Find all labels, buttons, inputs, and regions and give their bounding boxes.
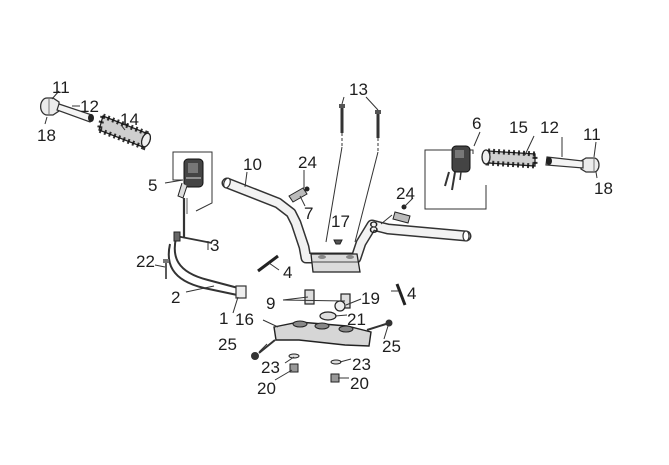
callout-7: 7 xyxy=(304,204,313,223)
washer-21 xyxy=(319,311,337,321)
right-handlebar-grip xyxy=(481,148,538,169)
callout-25-right: 25 xyxy=(382,337,401,356)
callouts: 11 12 18 14 13 6 15 12 11 18 10 24 5 7 2… xyxy=(37,78,613,398)
callout-20-left: 20 xyxy=(257,379,276,398)
callout-8: 8 xyxy=(369,218,378,237)
callout-18-left: 18 xyxy=(37,126,56,145)
callout-11-left: 11 xyxy=(52,78,70,97)
callout-23-right: 23 xyxy=(352,355,371,374)
callout-22: 22 xyxy=(136,252,155,271)
callout-18-right: 18 xyxy=(594,179,613,198)
callout-19: 19 xyxy=(361,289,380,308)
callout-23-left: 23 xyxy=(261,358,280,377)
callout-10: 10 xyxy=(243,155,262,174)
callout-12-left: 12 xyxy=(80,97,99,116)
callout-9: 9 xyxy=(266,294,275,313)
handlebar-tube xyxy=(221,177,472,264)
right-throttle-sleeve xyxy=(545,156,584,169)
washers-23 xyxy=(288,353,342,365)
lower-triple-clamp xyxy=(273,320,372,347)
pin-4-left xyxy=(257,254,279,273)
clamp-bolts-13 xyxy=(325,104,381,243)
bolt-25-left xyxy=(251,339,276,360)
callout-21: 21 xyxy=(347,310,366,329)
callout-14: 14 xyxy=(120,110,139,129)
left-handlebar-switch xyxy=(177,158,204,238)
cable-bolt-22 xyxy=(163,259,169,279)
callout-24-right: 24 xyxy=(396,184,415,203)
callout-12-right: 12 xyxy=(540,118,559,137)
left-switch-bracket-box xyxy=(172,151,213,212)
clip-17 xyxy=(333,239,343,245)
bolt-24-left xyxy=(288,186,310,203)
callout-4-left: 4 xyxy=(283,263,292,282)
right-switch-bracket-box xyxy=(424,149,487,210)
callout-1: 1 xyxy=(219,309,228,328)
bushing-19 xyxy=(334,300,346,312)
right-bar-end-weight xyxy=(580,157,600,173)
callout-25-left: 25 xyxy=(218,335,237,354)
callout-17: 17 xyxy=(331,212,350,231)
upper-clamp xyxy=(310,253,361,273)
callout-3: 3 xyxy=(210,236,219,255)
left-handlebar-grip xyxy=(95,112,152,151)
right-throttle-housing xyxy=(444,145,471,191)
nuts-20 xyxy=(289,363,340,383)
left-bar-end-weight xyxy=(40,97,60,116)
callout-6: 6 xyxy=(472,114,481,133)
leader-lines xyxy=(44,90,598,381)
callout-4-right: 4 xyxy=(407,284,416,303)
callout-2: 2 xyxy=(171,288,180,307)
callout-20-right: 20 xyxy=(350,374,369,393)
callout-5: 5 xyxy=(148,176,157,195)
callout-11-right: 11 xyxy=(583,125,601,144)
left-throttle-sleeve xyxy=(56,103,94,123)
bolt-25-right xyxy=(366,319,393,331)
callout-13: 13 xyxy=(349,80,368,99)
bolt-24-right xyxy=(392,204,411,224)
pin-4-right xyxy=(395,283,407,306)
callout-16: 16 xyxy=(235,310,254,329)
callout-24-left: 24 xyxy=(298,153,317,172)
callout-15: 15 xyxy=(509,118,528,137)
